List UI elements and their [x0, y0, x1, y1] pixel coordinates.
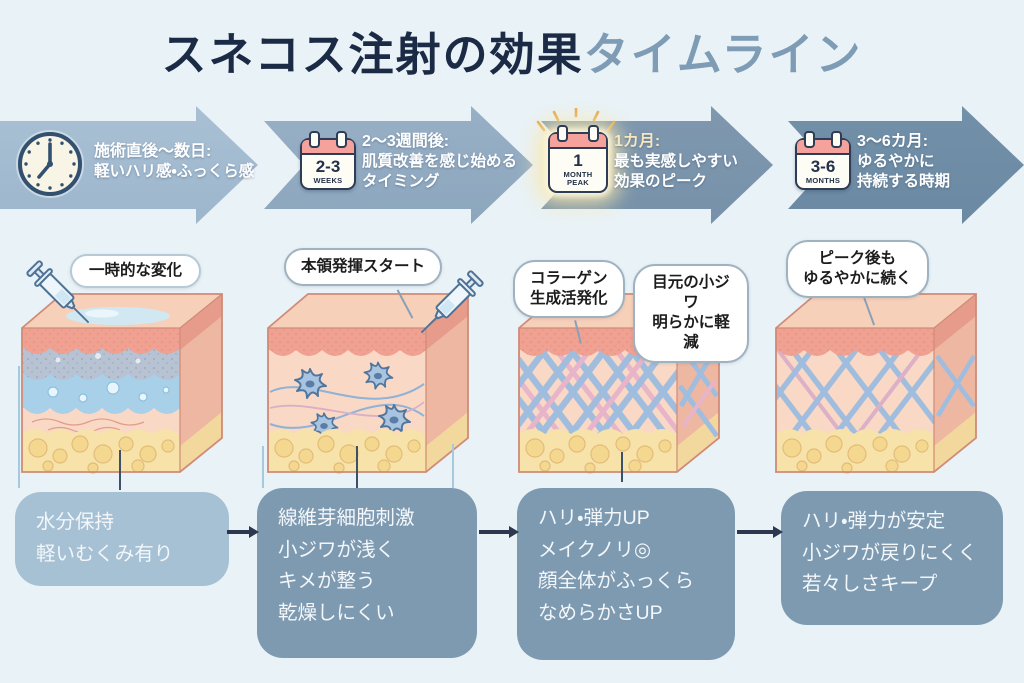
stage-3: コラーゲン 生成活発化 目元の小ジワ 明らかに軽減	[503, 232, 749, 490]
calendar-icon-1-month-peak: 1 MONTH PEAK	[548, 125, 608, 193]
timeline-step-heading: 2〜3週間後:	[362, 133, 450, 150]
timeline-step-4-text: 3〜6カ月: ゆるやかに 持続する時期	[857, 132, 1022, 192]
page-title: スネコス注射の効果タイムライン	[0, 18, 1024, 83]
leader-line	[621, 452, 623, 482]
timeline-step-body: 軽いハリ感・ふっくら感	[94, 163, 255, 181]
result-box-2: 線維芽細胞刺激 小ジワが浅く キメが整う 乾燥しにくい	[257, 488, 477, 658]
skin-illustration-fibroblast	[267, 268, 486, 474]
timeline-step-heading: 施術直後〜数日:	[94, 143, 212, 160]
result-text: ハリ・弾力UP メイクノリ◎ 顔全体がふっくら なめらかさUP	[538, 507, 695, 624]
leader-line	[262, 446, 264, 488]
calendar-ring	[588, 125, 599, 142]
arrow-shaft	[227, 530, 249, 534]
clock-icon	[16, 130, 84, 198]
result-box-3: ハリ・弾力UP メイクノリ◎ 顔全体がふっくら なめらかさUP	[517, 488, 735, 660]
leader-line	[18, 366, 20, 488]
skin-illustration-collagen-stable	[775, 293, 977, 474]
stage-3-label-collagen: コラーゲン 生成活発化	[513, 260, 625, 319]
timeline-step-heading: 1カ月:	[614, 133, 661, 150]
stage-1-label: 一時的な変化	[70, 254, 202, 289]
stage-4: ピーク後も ゆるやかに続く	[760, 232, 1012, 490]
arrow-head-icon	[773, 526, 783, 538]
stage-1: 一時的な変化	[6, 232, 240, 490]
leader-line	[119, 450, 121, 490]
timeline-step-body: 肌質改善を感じ始める タイミング	[362, 153, 518, 191]
timeline-step-3-text: 1カ月: 最も実感しやすい 効果のピーク	[614, 132, 779, 192]
result-text: 水分保持 軽いむくみ有り	[36, 511, 174, 565]
calendar-icon-2-3-weeks: 2-3 WEEKS	[300, 131, 356, 191]
arrow-shaft	[479, 530, 509, 534]
calendar-small-label: MONTHS	[805, 175, 841, 185]
title-main: スネコス注射の効果	[161, 29, 584, 80]
leader-line	[452, 444, 454, 488]
arrow-shaft	[737, 530, 773, 534]
sparkle-rays-icon	[536, 108, 616, 132]
calendar-ring	[831, 131, 842, 148]
timeline-step-body: 最も実感しやすい 効果のピーク	[614, 153, 738, 191]
flow-arrow-1	[227, 524, 259, 540]
timeline-step-1-text: 施術直後〜数日: 軽いハリ感・ふっくら感	[94, 142, 274, 182]
leader-line	[356, 446, 358, 488]
calendar-icon-3-6-months: 3-6 MONTHS	[795, 131, 851, 191]
result-box-1: 水分保持 軽いむくみ有り	[15, 492, 229, 586]
flow-arrow-3	[737, 524, 783, 540]
calendar-ring	[804, 131, 815, 148]
result-box-4: ハリ・弾力が安定 小ジワが戻りにくく 若々しさキープ	[781, 491, 1003, 625]
timeline-band: 2-3 WEEKS 1 MONTH PEAK 3-6 MONTHS 施術直後〜数…	[0, 106, 1024, 224]
calendar-big-label: 3-6	[810, 157, 836, 176]
calendar-big-label: 1	[573, 151, 583, 170]
result-text: 線維芽細胞刺激 小ジワが浅く キメが整う 乾燥しにくい	[278, 507, 415, 624]
arrow-head-icon	[509, 526, 519, 538]
timeline-step-2-text: 2〜3週間後: 肌質改善を感じ始める タイミング	[362, 132, 537, 192]
title-accent: タイムライン	[583, 29, 863, 80]
stage-2: 本領発揮スタート	[252, 232, 488, 490]
flow-arrow-2	[479, 524, 519, 540]
calendar-big-label: 2-3	[315, 157, 341, 176]
stage-2-label: 本領発揮スタート	[284, 248, 443, 287]
skin-illustration-hydration	[21, 258, 223, 474]
calendar-ring	[309, 131, 320, 148]
calendar-ring	[557, 125, 568, 142]
timeline-step-heading: 3〜6カ月:	[857, 133, 929, 150]
calendar-ring	[336, 131, 347, 148]
calendar-small-label: MONTH PEAK	[563, 169, 593, 188]
stage-4-label: ピーク後も ゆるやかに続く	[786, 240, 929, 299]
stage-3-label-wrinkles: 目元の小ジワ 明らかに軽減	[633, 264, 749, 363]
arrow-head-icon	[249, 526, 259, 538]
timeline-step-body: ゆるやかに 持続する時期	[857, 153, 951, 191]
result-text: ハリ・弾力が安定 小ジワが戻りにくく 若々しさキープ	[802, 510, 978, 596]
calendar-small-label: WEEKS	[313, 175, 343, 185]
